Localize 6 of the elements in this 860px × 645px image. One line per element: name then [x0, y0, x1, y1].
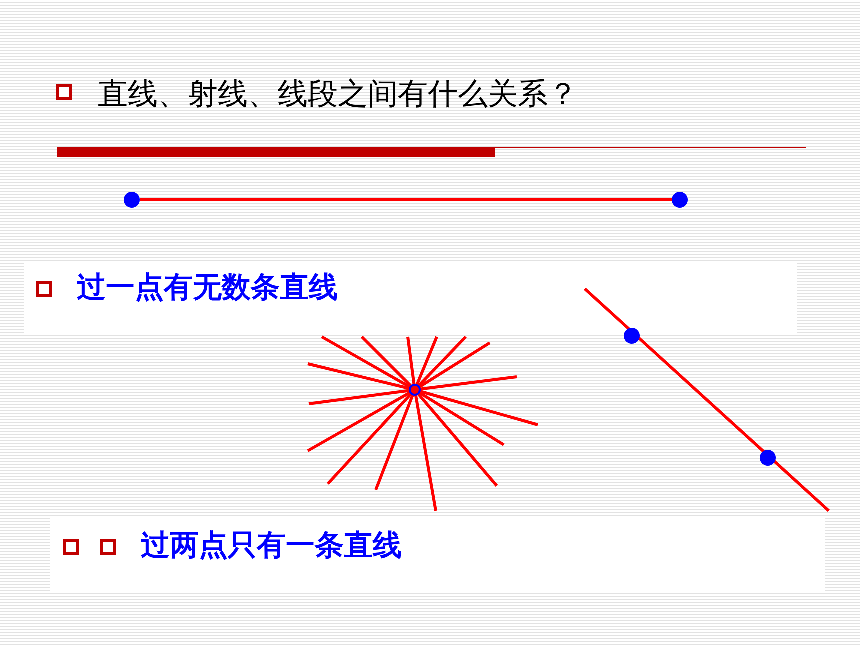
statement-text: 过一点有无数条直线: [77, 269, 338, 306]
point-dot: [672, 192, 688, 208]
statement-text: 过两点只有一条直线: [141, 527, 402, 564]
line-segment: [140, 198, 672, 202]
point-dot: [124, 192, 140, 208]
title: 直线、射线、线段之间有什么关系？: [98, 76, 578, 114]
